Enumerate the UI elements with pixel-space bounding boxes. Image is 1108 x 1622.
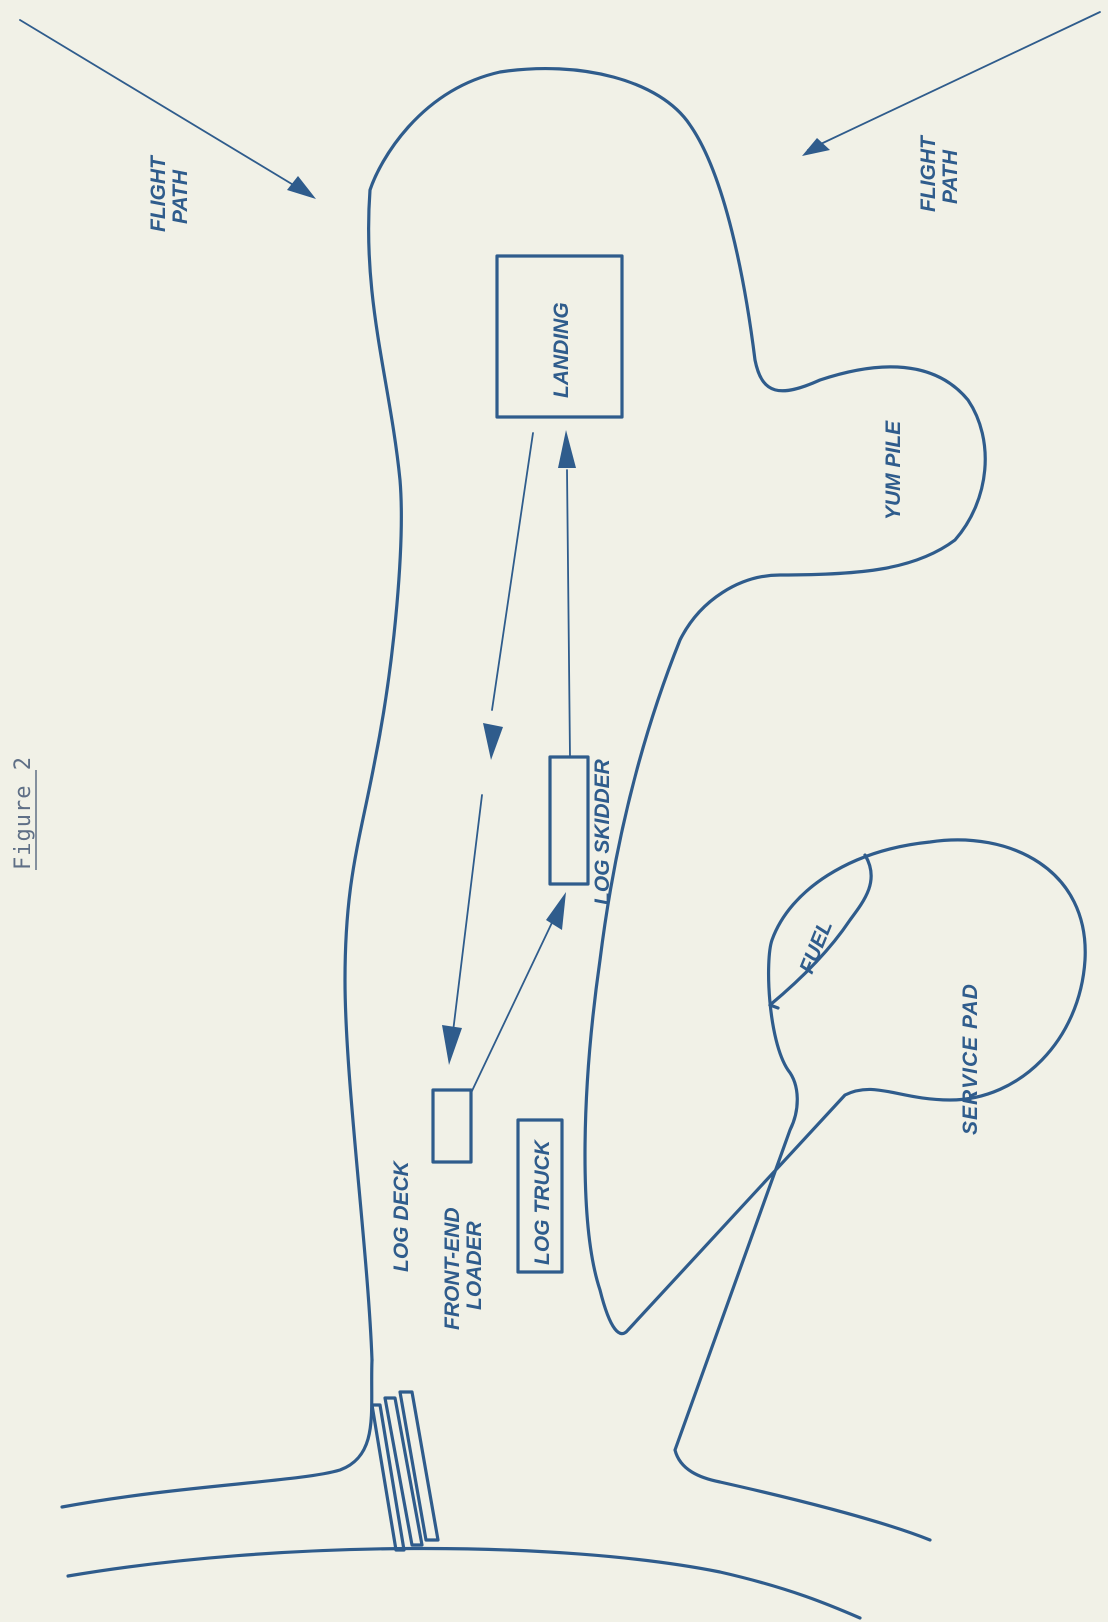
- log-skidder-box: [548, 755, 590, 886]
- fuel-area-boundary: [768, 853, 873, 1007]
- log-deck-icon: [370, 1390, 440, 1552]
- loader-to-skidder-arrowhead: [546, 892, 566, 930]
- landing-to-loader-arrowhead-upper: [483, 723, 503, 760]
- loader-to-skidder-line: [470, 909, 559, 1094]
- front-end-loader-line1: FRONT-END: [441, 1208, 464, 1331]
- landing-to-loader-line-lower: [451, 794, 483, 1041]
- flight-path-right-line2: PATH: [939, 149, 962, 204]
- front-end-loader-line2: LOADER: [463, 1221, 486, 1311]
- flight-path-left-arrowhead: [287, 176, 316, 199]
- landing-box: [495, 254, 624, 419]
- service-pad-label-group: SERVICE PAD: [959, 983, 982, 1135]
- flight-path-right-line1: FLIGHT: [917, 134, 940, 212]
- skidder-to-landing-arrowhead: [558, 430, 576, 468]
- log-skidder-label-group: LOG SKIDDER: [591, 758, 614, 905]
- clearing-outline: [343, 66, 1087, 1542]
- log-skidder-label: LOG SKIDDER: [591, 758, 614, 905]
- log-deck-label-group: LOG DECK: [390, 1159, 413, 1272]
- main-road-outer-edge: [66, 1546, 862, 1620]
- yum-pile-label: YUM PILE: [882, 420, 905, 520]
- yum-pile-label-group: YUM PILE: [882, 420, 905, 520]
- log-truck-box: [516, 1118, 564, 1274]
- landing-label-group: LANDING: [550, 302, 573, 398]
- flight-path-left-line1: FLIGHT: [147, 154, 170, 232]
- flight-path-left-line: [19, 19, 311, 196]
- log-deck-label: LOG DECK: [390, 1159, 413, 1272]
- flight-path-right-arrowhead: [802, 138, 830, 156]
- figure-caption: Figure 2: [11, 756, 36, 870]
- service-pad-label: SERVICE PAD: [959, 983, 982, 1135]
- skidder-to-landing-line: [566, 469, 571, 758]
- flight-path-right-line: [807, 11, 1101, 151]
- landing-to-loader-line-upper: [491, 432, 534, 711]
- main-road-inner-edge: [60, 1358, 374, 1509]
- flight-path-left-line2: PATH: [169, 169, 192, 224]
- fuel-area-boundary-end: [768, 1003, 780, 1010]
- front-end-loader-label-group: FRONT-END LOADER: [441, 1208, 486, 1331]
- log-truck-label: LOG TRUCK: [531, 1138, 554, 1265]
- flight-path-right-label: FLIGHT PATH: [917, 134, 962, 212]
- landing-label: LANDING: [550, 302, 573, 398]
- flight-path-left-label: FLIGHT PATH: [147, 154, 192, 232]
- figure-caption-group: Figure 2: [11, 756, 37, 870]
- log-truck-label-group: LOG TRUCK: [531, 1138, 554, 1265]
- landing-to-loader-arrowhead-lower: [442, 1025, 462, 1065]
- front-end-loader-box: [431, 1088, 473, 1164]
